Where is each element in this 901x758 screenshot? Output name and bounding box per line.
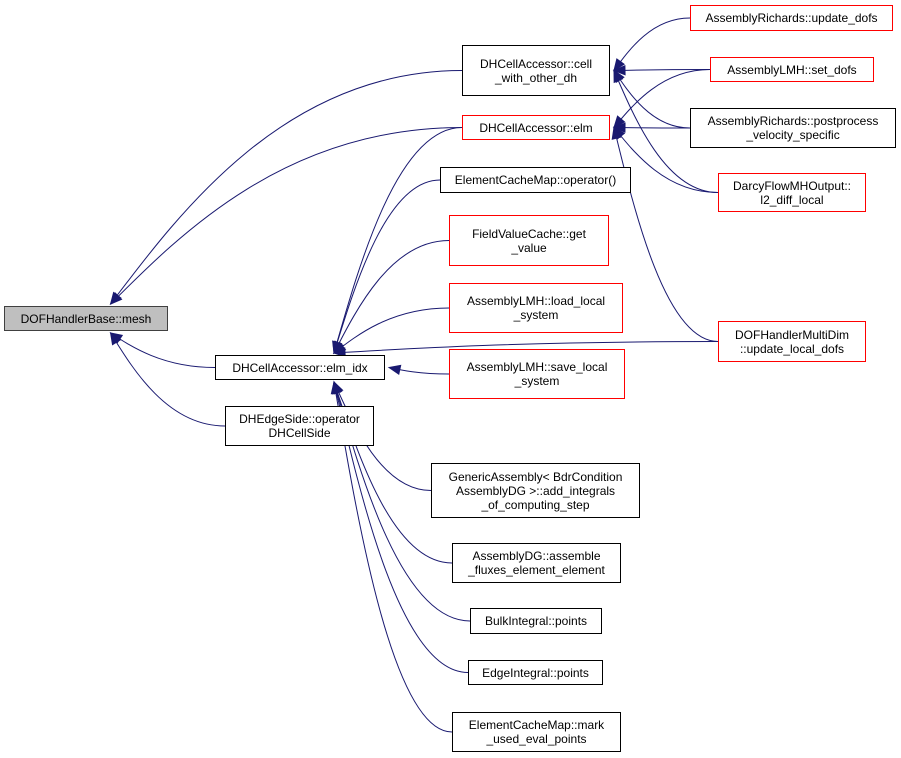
edge-elm_idx-to-mesh — [110, 332, 216, 368]
node-label-line: AssemblyRichards::update_dofs — [705, 11, 878, 25]
node-bulk-points[interactable]: BulkIntegral::points — [470, 608, 602, 634]
node-mesh[interactable]: DOFHandlerBase::mesh — [4, 306, 168, 331]
edge-rich_update-to-cell_other — [613, 17, 691, 71]
node-lmh-save[interactable]: AssemblyLMH::save_local_system — [449, 349, 625, 399]
arrowhead-icon — [109, 331, 122, 346]
node-ecm-op[interactable]: ElementCacheMap::operator() — [440, 167, 631, 193]
edge-darcy_l2-to-cell_other — [613, 70, 719, 193]
node-label-line: DOFHandlerMultiDim — [734, 327, 850, 342]
node-rich-post[interactable]: AssemblyRichards::postprocess_velocity_s… — [690, 108, 896, 148]
node-label-line: DOFHandlerBase::mesh — [20, 311, 152, 326]
node-cell-other[interactable]: DHCellAccessor::cell_with_other_dh — [462, 45, 610, 96]
edge-cell_other-to-mesh — [110, 70, 463, 305]
arrowhead-icon — [109, 292, 123, 305]
edge-edge_side-to-mesh — [110, 332, 226, 427]
node-label-line: DHCellAccessor::elm — [479, 120, 593, 135]
node-dg-assemble[interactable]: AssemblyDG::assemble_fluxes_element_elem… — [452, 543, 621, 583]
node-label-line: EdgeIntegral::points — [482, 665, 589, 680]
node-label-line: DHEdgeSide::operator — [239, 412, 360, 426]
edge-ecm_op-to-elm_idx — [333, 179, 441, 354]
node-label-line: DarcyFlowMHOutput:: — [732, 178, 852, 193]
node-label-line: DHCellAccessor::cell — [479, 56, 593, 71]
node-lmh-load[interactable]: AssemblyLMH::load_local_system — [449, 283, 623, 333]
node-label-line: GenericAssembly< BdrCondition — [448, 469, 623, 484]
node-label-line: _velocity_specific — [746, 128, 840, 142]
edge-elm-to-mesh — [110, 127, 463, 305]
node-fvc-get[interactable]: FieldValueCache::get_value — [449, 215, 609, 266]
node-label-line: _system — [514, 374, 560, 388]
edge-dof_multi-to-elm — [613, 127, 719, 342]
arrowhead-icon — [613, 115, 626, 129]
node-label-line: AssemblyRichards::postprocess — [707, 114, 879, 128]
edge-elm-to-elm_idx — [333, 127, 463, 354]
node-label-line: _value — [511, 240, 547, 255]
edge-rich_post-to-cell_other — [613, 70, 691, 129]
node-label-line: DHCellAccessor::elm_idx — [232, 360, 368, 375]
arrowhead-icon — [330, 380, 342, 395]
arrowhead-icon — [611, 126, 622, 140]
node-label-line: AssemblyLMH::set_dofs — [727, 62, 857, 77]
edge-dof_multi-to-elm_idx — [333, 341, 719, 354]
node-label-line: _of_computing_step — [481, 497, 590, 512]
node-label-line: l2_diff_local — [760, 192, 824, 207]
node-elm-idx[interactable]: DHCellAccessor::elm_idx — [215, 355, 385, 380]
node-label-line: AssemblyDG >::add_integrals — [455, 483, 616, 498]
edge-generic-to-elm_idx — [333, 381, 432, 491]
node-label-line: _with_other_dh — [494, 70, 578, 85]
node-label-line: ElementCacheMap::operator() — [454, 173, 617, 187]
node-label-line: BulkIntegral::points — [484, 614, 588, 628]
edge-fvc_get-to-elm_idx — [333, 240, 450, 354]
node-dof-multi[interactable]: DOFHandlerMultiDim::update_local_dofs — [718, 321, 866, 362]
arrowhead-icon — [613, 69, 624, 84]
node-label-line: AssemblyLMH::save_local — [466, 360, 608, 374]
arrowhead-icon — [613, 58, 625, 72]
node-edge-points[interactable]: EdgeIntegral::points — [468, 660, 603, 685]
node-label-line: AssemblyDG::assemble — [472, 549, 601, 563]
edge-darcy_l2-to-elm — [613, 127, 719, 193]
node-label-line: DHCellSide — [268, 426, 331, 440]
arrowhead-icon — [612, 122, 626, 133]
node-lmh-set[interactable]: AssemblyLMH::set_dofs — [710, 57, 874, 82]
node-label-line: _system — [513, 308, 559, 322]
arrowhead-icon — [612, 65, 626, 76]
node-label-line: AssemblyLMH::load_local — [466, 294, 606, 308]
node-elm[interactable]: DHCellAccessor::elm — [462, 115, 610, 140]
node-label-line: ElementCacheMap::mark — [468, 718, 605, 732]
node-darcy-l2[interactable]: DarcyFlowMHOutput::l2_diff_local — [718, 173, 866, 212]
arrowhead-icon — [387, 364, 402, 376]
node-label-line: _used_eval_points — [486, 732, 587, 746]
node-label-line: ::update_local_dofs — [739, 341, 845, 356]
node-label-line: FieldValueCache::get — [472, 226, 586, 241]
node-label-line: _fluxes_element_element — [468, 563, 605, 577]
edge-lmh_load-to-elm_idx — [333, 307, 450, 354]
arrowhead-icon — [332, 347, 346, 358]
node-rich-update[interactable]: AssemblyRichards::update_dofs — [690, 5, 893, 31]
node-ecm-mark[interactable]: ElementCacheMap::mark_used_eval_points — [452, 712, 621, 752]
